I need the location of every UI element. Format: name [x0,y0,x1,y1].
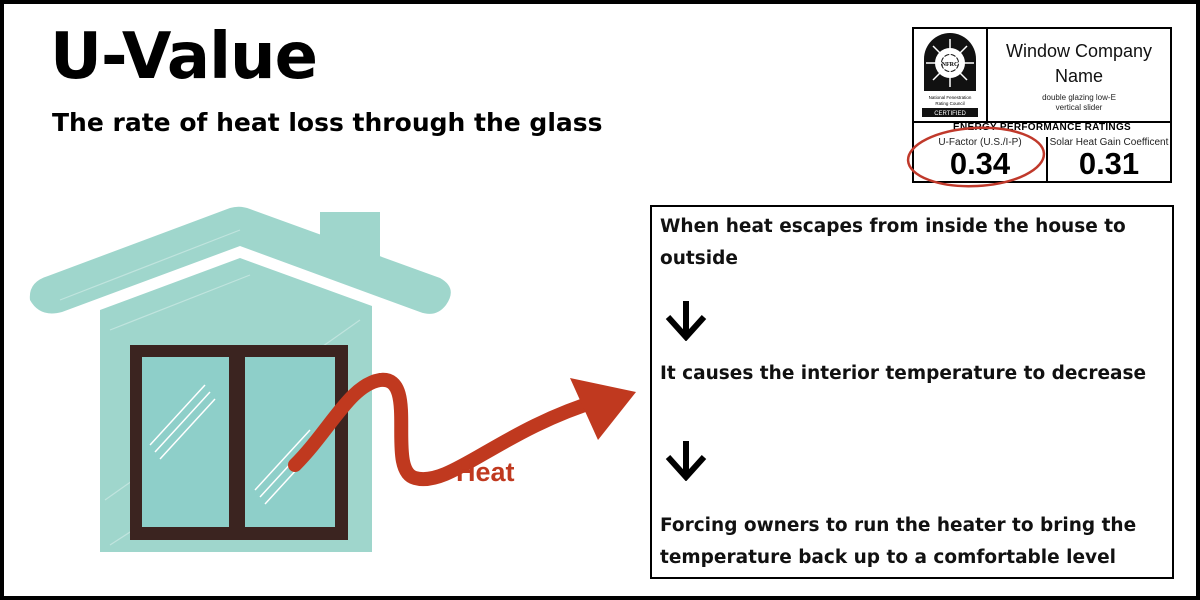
house-illustration [29,206,636,552]
u-factor-label: U-Factor (U.S./I-P) [938,137,1022,148]
product-description: double glazing low-E vertical slider [988,93,1170,113]
company-name: Window Company Name [1005,41,1153,86]
svg-text:Rating Council: Rating Council [935,101,964,106]
down-arrow-icon [665,441,707,481]
svg-text:National Fenestration: National Fenestration [929,95,972,100]
flow-step: When heat escapes from inside the house … [660,216,1126,269]
shgc-value: 0.31 [1078,146,1140,181]
u-factor-value: 0.34 [949,146,1011,181]
ratings-heading: ENERGY PERFORMANCE RATINGS [953,122,1131,133]
shgc-label: Solar Heat Gain Coefficent [1049,137,1169,148]
label-top [914,29,1170,123]
shgc-rating: Solar Heat Gain Coefficent 0.31 [1048,137,1170,181]
page-subtitle: The rate of heat loss through the glass [52,108,603,137]
u-factor-rating: U-Factor (U.S./I-P) 0.34 [914,137,1048,181]
svg-text:CERTIFIED: CERTIFIED [934,111,966,117]
heat-label: Heat [456,457,515,487]
energy-label: NFRC National Fenestration Rating Counci… [906,27,1172,188]
flow-step: Forcing owners to run the heater to brin… [660,515,1137,568]
flow-step: It causes the interior temperature to de… [660,363,1147,384]
page-title: U-Value [50,20,318,94]
nfrc-logo: NFRC National Fenestration Rating Counci… [914,29,988,121]
heat-loss-flow: When heat escapes from inside the house … [650,205,1174,579]
heat-arrow-icon [288,372,636,487]
down-arrow-icon [665,301,707,341]
svg-text:NFRC: NFRC [942,62,959,68]
description-line: double glazing low-E [1042,93,1116,102]
highlight-circle [906,126,1046,188]
description-line: vertical slider [1055,103,1103,112]
